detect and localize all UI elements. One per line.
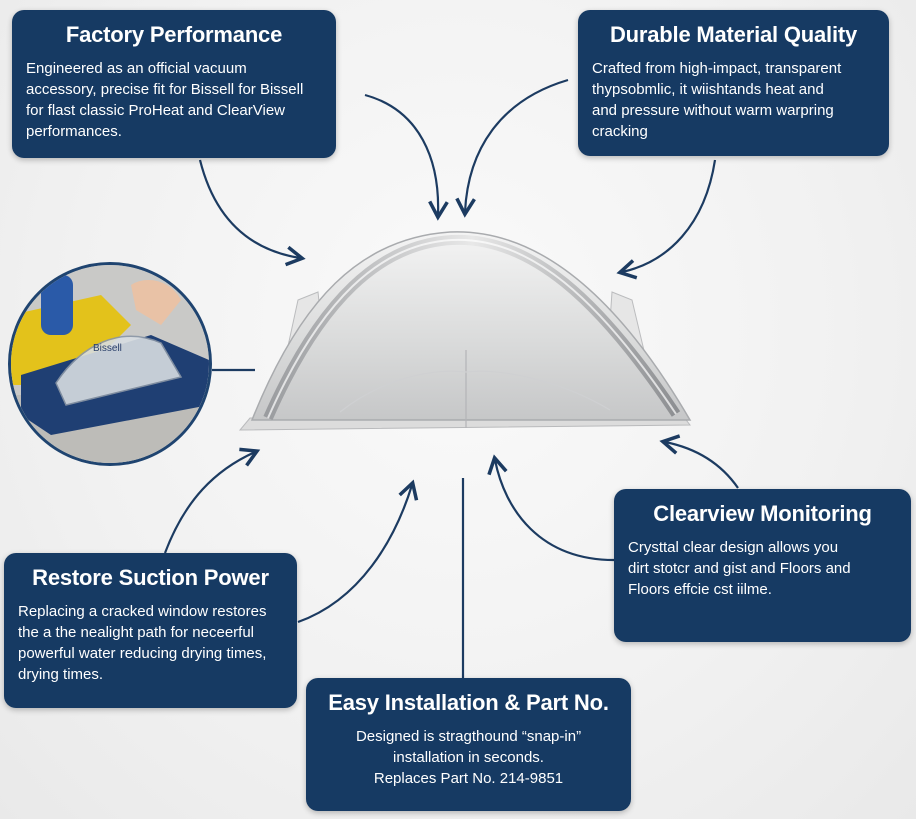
card-title: Factory Performance [65, 22, 283, 47]
card-durable-material-quality: Durable Material Quality Crafted from hi… [578, 10, 889, 156]
vacuum-in-use-photo: Bissell [8, 262, 212, 466]
card-title: Easy Installation & Part No. [328, 690, 609, 715]
card-restore-suction-power: Restore Suction Power Replacing a cracke… [4, 553, 297, 708]
arrow-factory-top [364, 93, 449, 221]
card-title: Clearview Monitoring [653, 501, 872, 526]
card-easy-installation: Easy Installation & Part No. Designed is… [306, 678, 631, 811]
card-clearview-monitoring: Clearview Monitoring Crysttal clear desi… [614, 489, 911, 642]
card-body: Crafted from high-impact, transparent th… [592, 60, 842, 140]
arrow-factory-left [198, 159, 306, 267]
card-title: Durable Material Quality [609, 22, 858, 47]
card-body: Designed is stragthound “snap-in” instal… [355, 728, 582, 787]
arrow-durable-right [616, 159, 717, 280]
card-title: Restore Suction Power [32, 565, 269, 590]
card-factory-performance: Factory Performance Engineered as an off… [12, 10, 336, 158]
arrow-clearview [659, 434, 739, 489]
arrow-clearview-low [487, 454, 615, 562]
arrow-restore [163, 447, 261, 554]
arrow-restore-low [297, 479, 419, 624]
card-body: Crysttal clear design allows you dirt st… [628, 539, 851, 598]
inset-logo-text: Bissell [93, 343, 122, 354]
card-body: Replacing a cracked window restores the … [18, 603, 267, 683]
card-body: Engineered as an official vacuum accesso… [26, 60, 304, 140]
arrow-durable-top [455, 78, 569, 218]
